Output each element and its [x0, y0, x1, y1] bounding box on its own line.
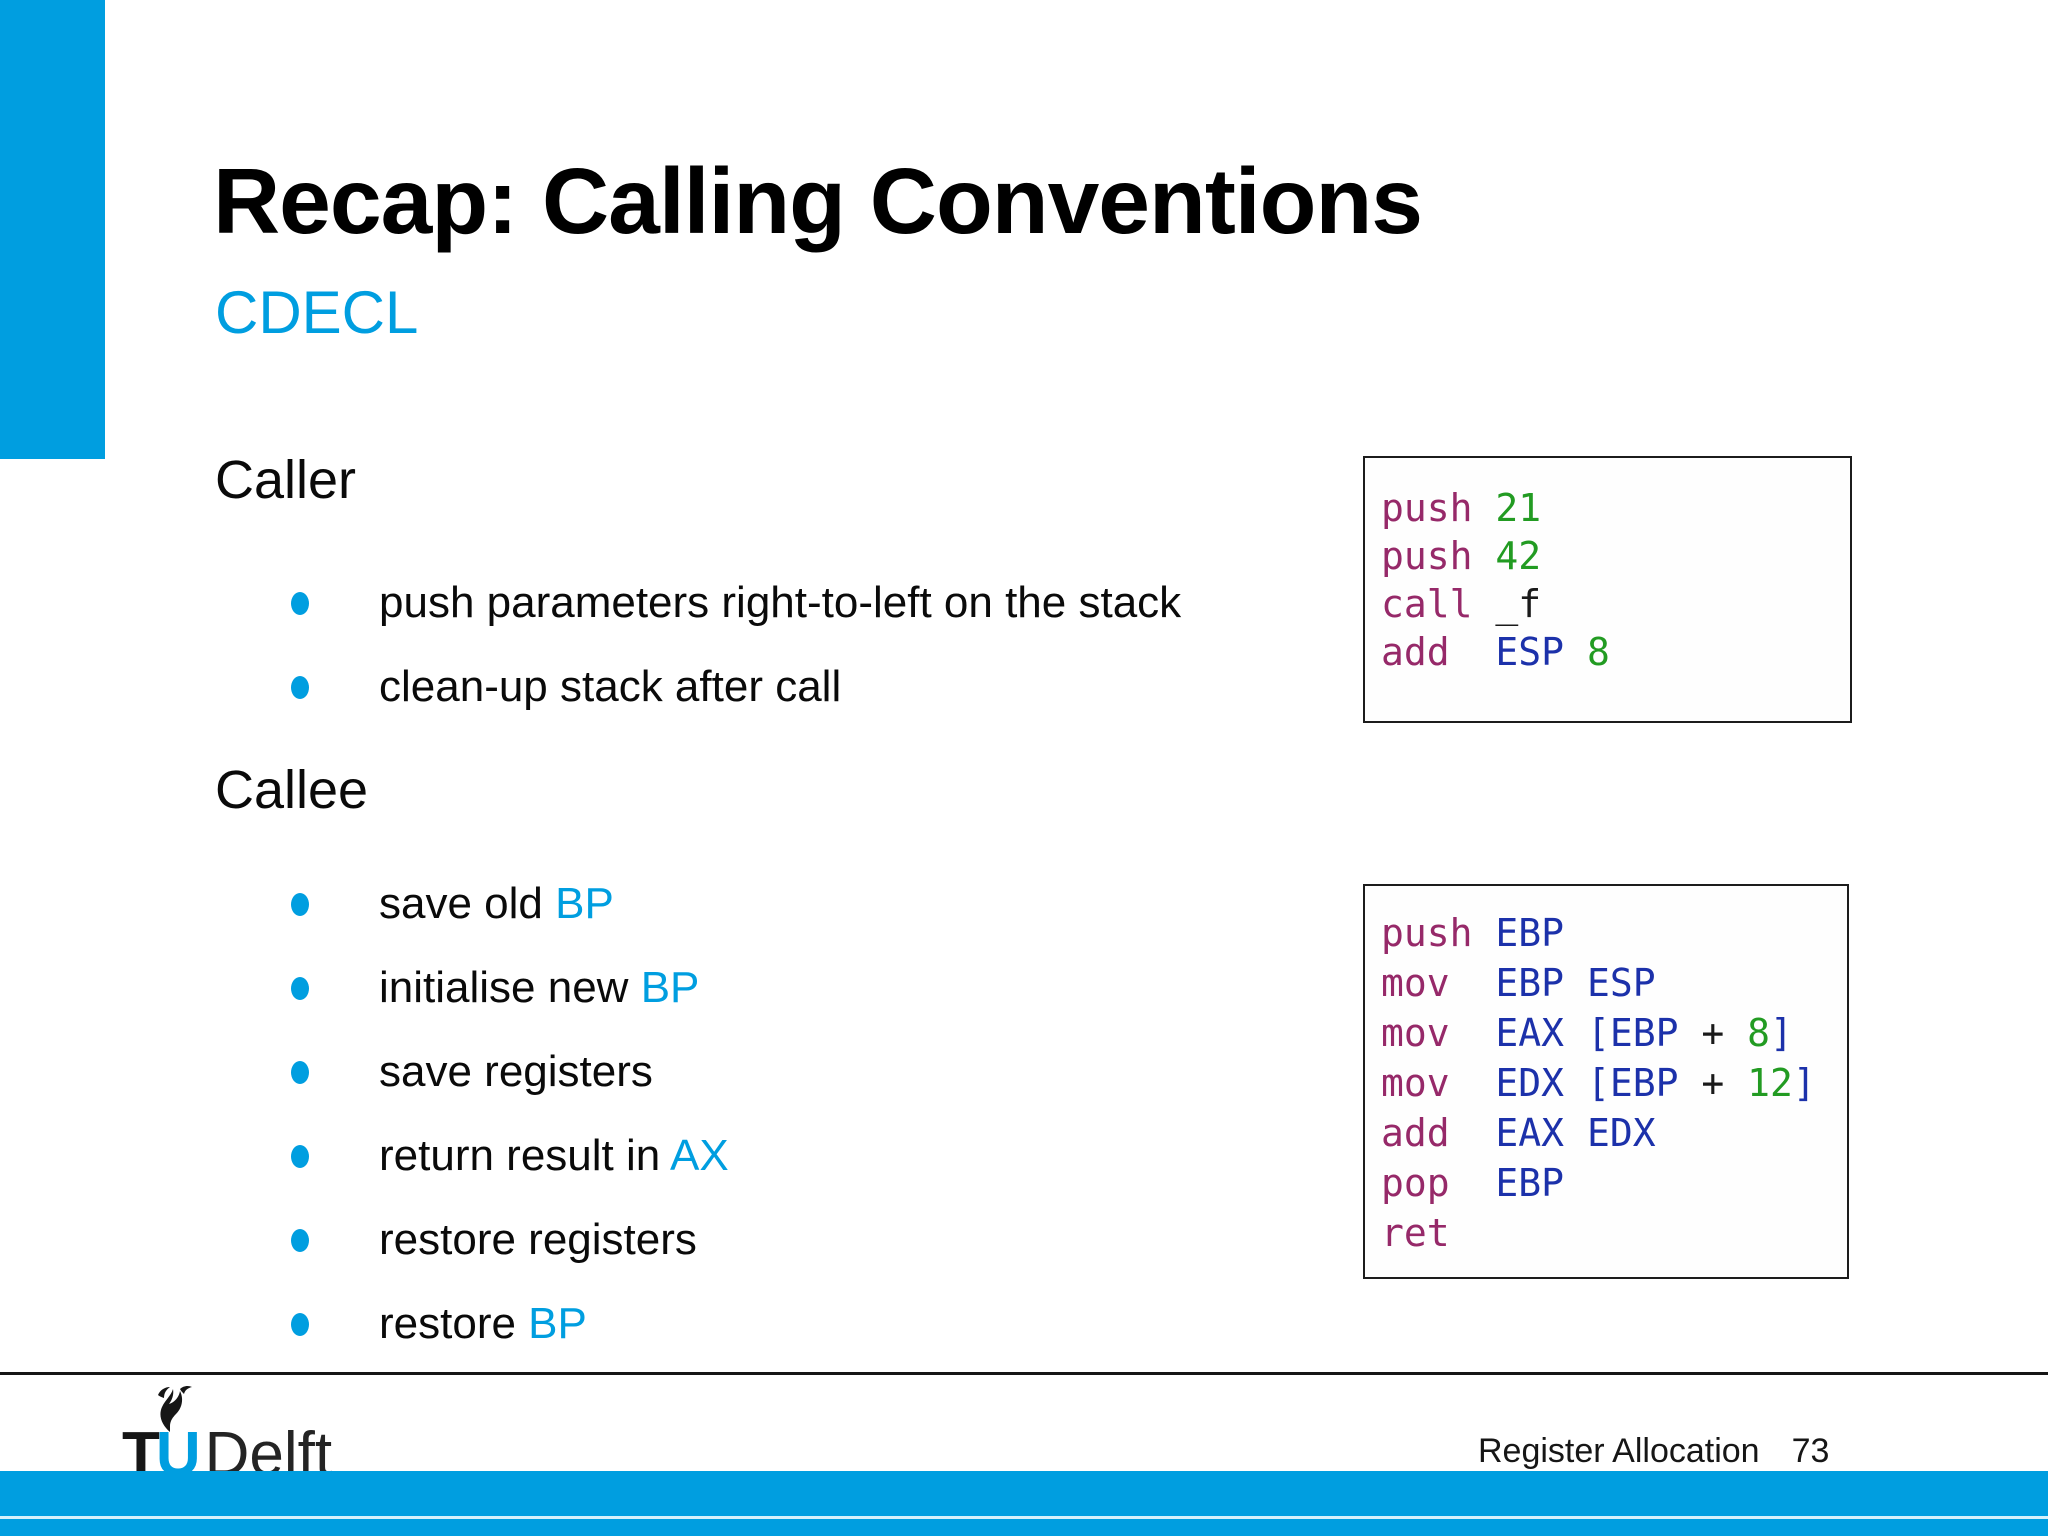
bullet-item: return result in AX	[215, 1114, 1345, 1198]
bullet-item: clean-up stack after call	[215, 645, 1345, 729]
bullet-item: save registers	[215, 1030, 1345, 1114]
section-heading: Callee	[215, 760, 369, 820]
footer-page-number: 73	[1791, 1432, 1830, 1470]
code-line: add EAX EDX	[1381, 1111, 1656, 1155]
footer-band-bottom	[0, 1519, 2048, 1536]
code-line: add ESP 8	[1381, 630, 1610, 674]
bullet-text: clean-up stack after call	[379, 662, 842, 711]
code-line: push 42	[1381, 534, 1542, 578]
code-line: mov EDX [EBP + 12]	[1381, 1061, 1816, 1105]
bullet-icon	[291, 1144, 309, 1168]
bullet-text: save old BP	[379, 879, 614, 928]
bullet-text: push parameters right-to-left on the sta…	[379, 578, 1182, 627]
flame-icon	[140, 1381, 198, 1438]
bullet-item: restore BP	[215, 1282, 1345, 1366]
footer-course-name: Register Allocation	[1478, 1432, 1760, 1470]
slide-subtitle: CDECL	[215, 279, 419, 346]
code-line: pop EBP	[1381, 1161, 1565, 1205]
bullet-text: return result in AX	[379, 1131, 729, 1180]
code-line: call _f	[1381, 582, 1542, 626]
bullet-icon	[291, 1312, 309, 1336]
bullet-icon	[291, 675, 309, 699]
section-caller: Caller push parameters right-to-left on t…	[215, 445, 1345, 729]
code-line: push 21	[1381, 486, 1542, 530]
bullet-item: save old BP	[215, 862, 1345, 946]
footer-divider-line	[0, 1372, 2048, 1375]
code-line: mov EBP ESP	[1381, 961, 1656, 1005]
footer-caption: Register Allocation 73	[1478, 1432, 1829, 1471]
bullet-text: save registers	[379, 1047, 653, 1096]
code-line: mov EAX [EBP + 8]	[1381, 1011, 1793, 1055]
section-callee: Callee save old BP initialise new BP save r…	[215, 755, 1345, 1366]
bullet-item: push parameters right-to-left on the sta…	[215, 561, 1345, 645]
slide-title: Recap: Calling Conventions	[213, 149, 1423, 253]
section-heading: Caller	[215, 450, 357, 510]
footer-band-top	[0, 1471, 2048, 1516]
content-sections: Caller push parameters right-to-left on t…	[215, 445, 1345, 1366]
code-line: push EBP	[1381, 911, 1565, 955]
bullet-icon	[291, 976, 309, 1000]
bullet-icon	[291, 1060, 309, 1084]
bullet-text: initialise new BP	[379, 963, 700, 1012]
bullet-item: restore registers	[215, 1198, 1345, 1282]
bullet-text: restore BP	[379, 1299, 587, 1348]
bullet-item: initialise new BP	[215, 946, 1345, 1030]
bullet-icon	[291, 892, 309, 916]
callee-code-box: push EBP mov EBP ESP mov EAX [EBP + 8] mov …	[1363, 884, 1849, 1279]
bullet-text: restore registers	[379, 1215, 697, 1264]
bullet-icon	[291, 1228, 309, 1252]
code-line: ret	[1381, 1211, 1450, 1255]
footer-band-divider	[0, 1516, 2048, 1519]
bullet-icon	[291, 591, 309, 615]
left-accent-bar	[0, 0, 105, 459]
